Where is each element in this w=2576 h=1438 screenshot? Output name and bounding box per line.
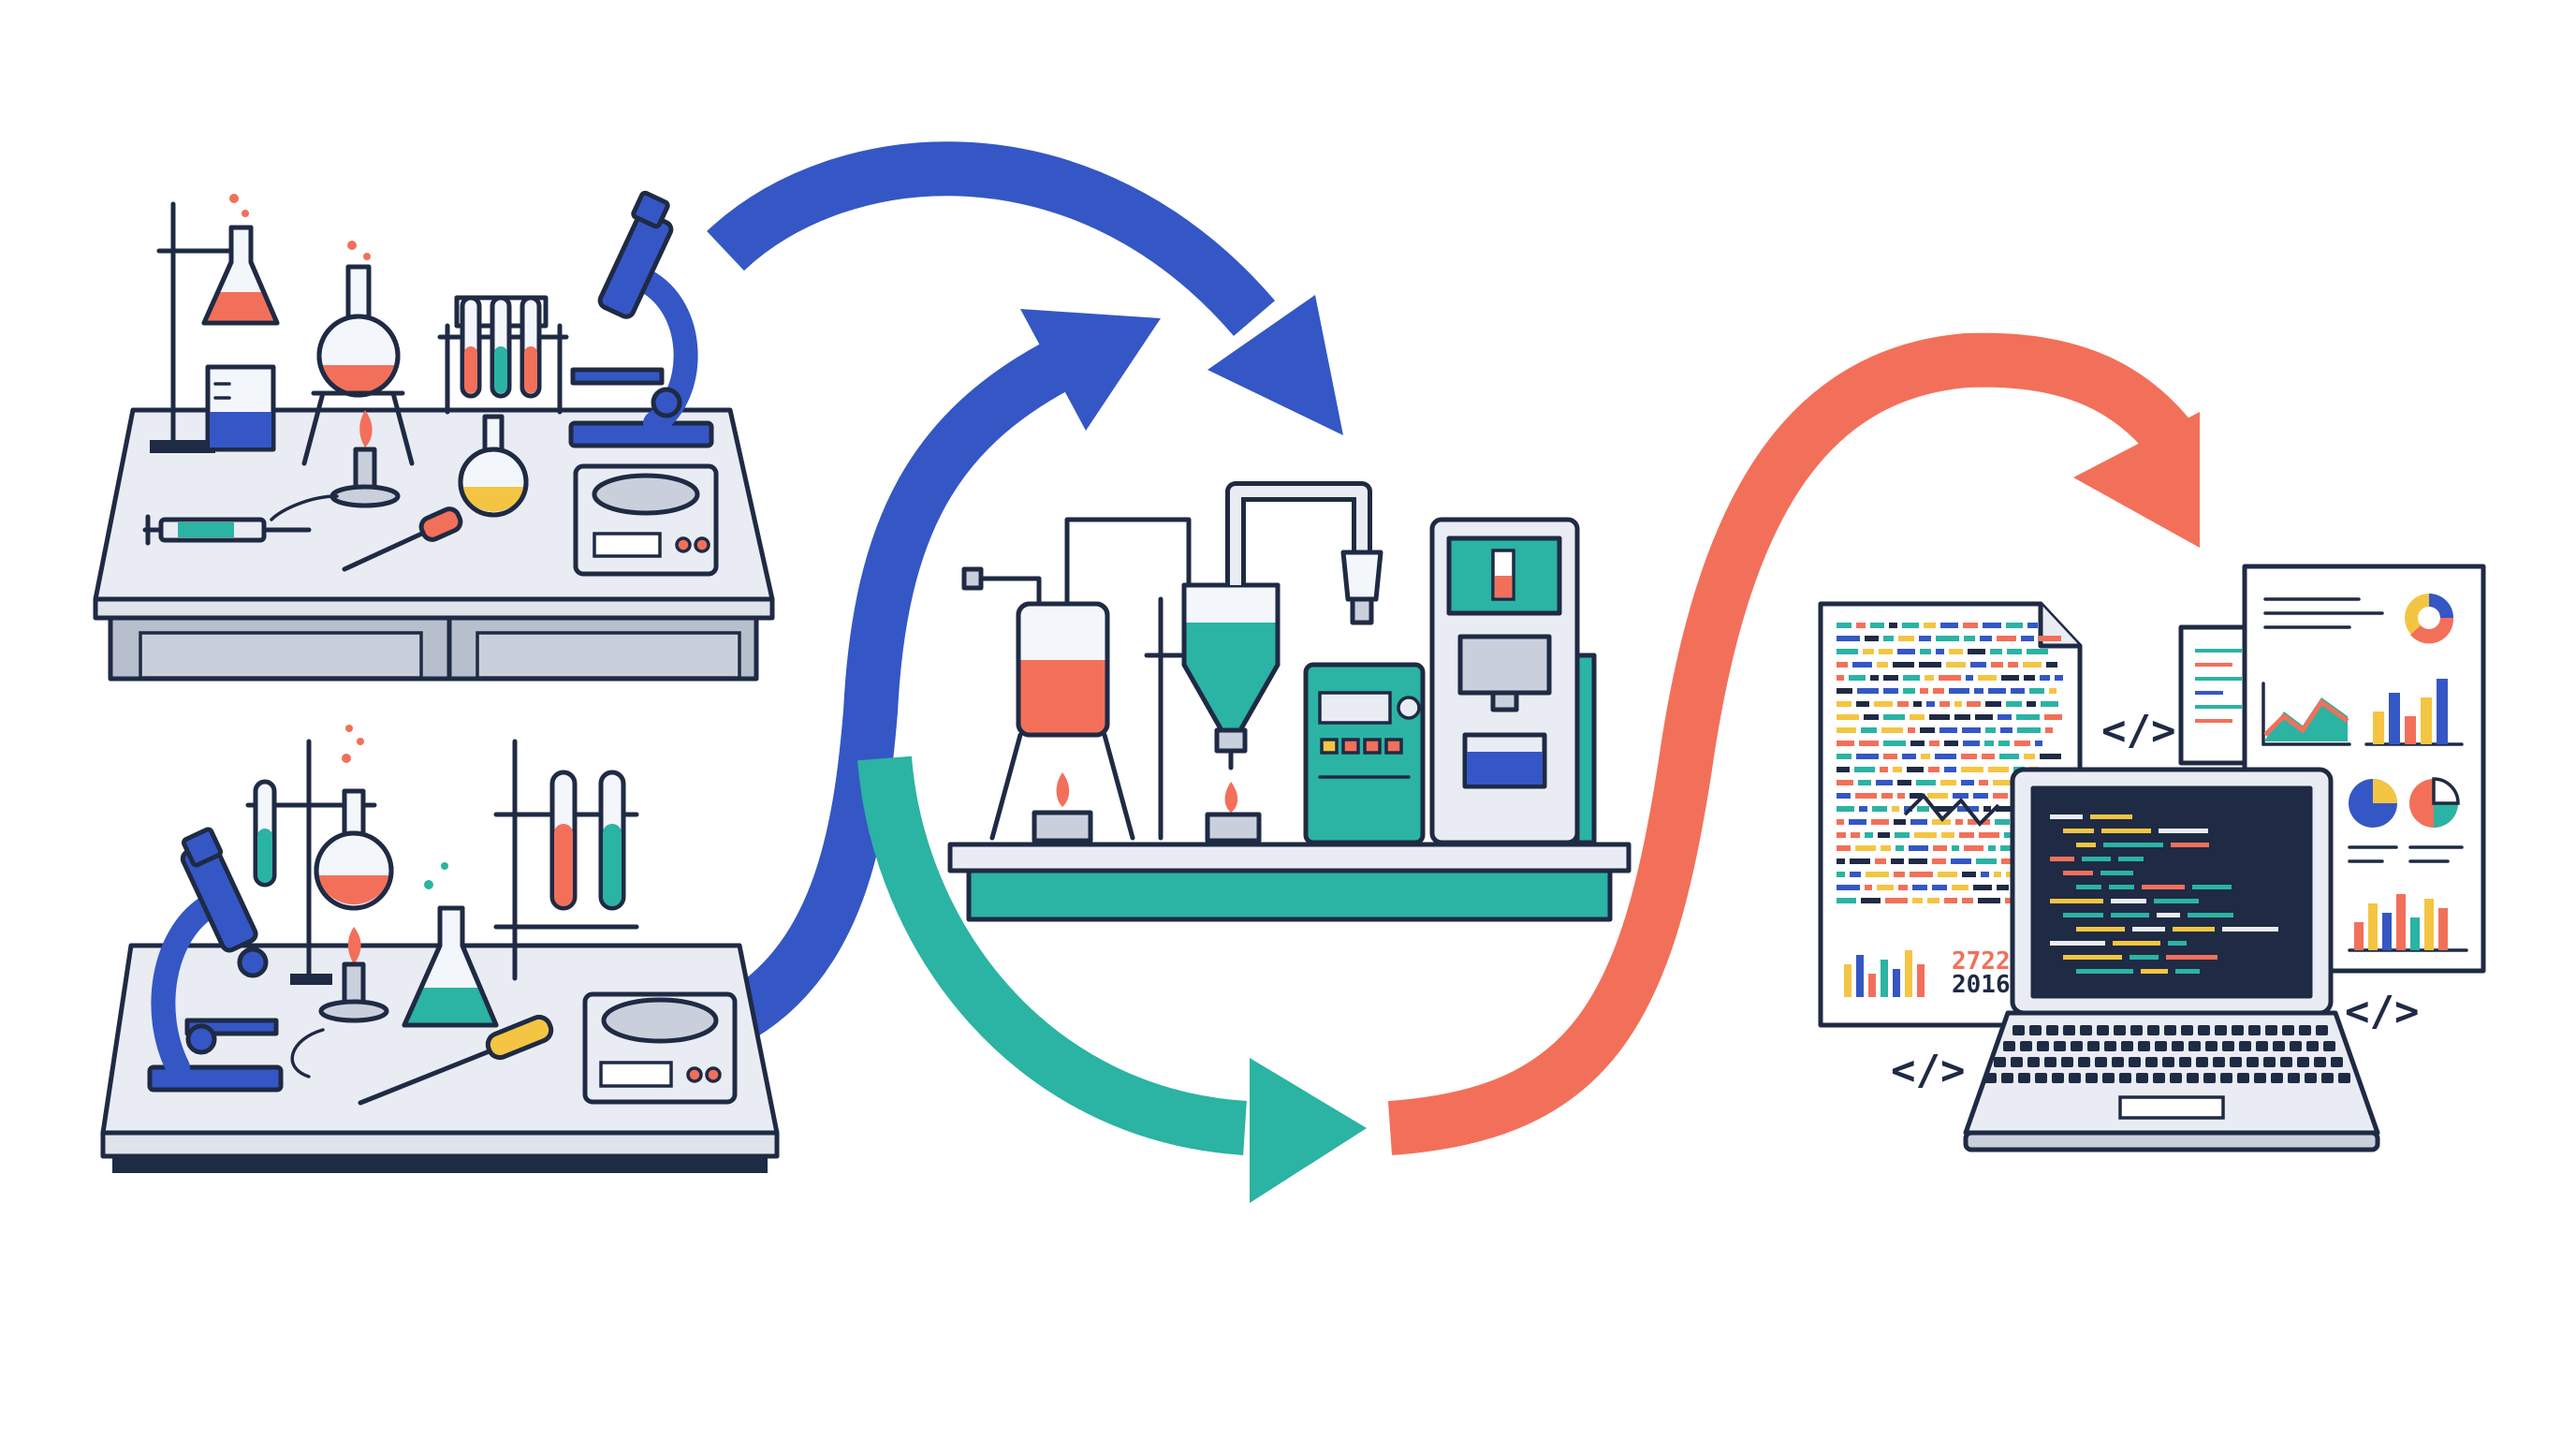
bunsen-burner-icon [290,927,389,1078]
round-flask-icon [458,414,529,518]
microscope-icon [147,827,284,1093]
laptop-icon [1963,767,2380,1152]
beaker-icon [205,364,276,452]
report-document-icon: 2722 2016 [1818,601,2083,1028]
chart-icon [2405,594,2454,644]
balance-scale-icon [582,991,738,1105]
separatory-funnel-icon [1144,481,1383,844]
erlenmeyer-flask-icon [402,862,499,1028]
reaction-vessel-icon [961,517,1192,844]
processing-station [947,481,1632,922]
arrow-process-to-data [1387,332,2200,1155]
round-flask-icon [301,241,415,466]
code-icon: </> [2345,988,2419,1035]
arrow-top-to-process [707,141,1343,435]
pipette-icon [358,1014,554,1106]
data-station: 2722 2016 [1818,564,2486,1152]
microscope-icon [568,190,714,448]
chart-icon [2261,682,2351,746]
analyzer-icon [1429,517,1597,845]
test-tube-icon [493,739,639,981]
syringe-icon [142,514,312,546]
control-unit-icon [1303,662,1426,845]
chart-icon [1844,950,1925,997]
bunsen-burner-icon [270,410,401,521]
chart-icon [2348,894,2468,952]
flow-arrows [707,141,2200,1203]
round-flask-icon [314,725,394,911]
code-icon: </> [2101,707,2175,755]
erlenmeyer-flask-icon [201,194,280,326]
code-icon: </> [1891,1047,1965,1094]
arrow-bottom-to-analysis [857,756,1367,1203]
ring-stand-icon [150,201,242,453]
arrow-bottom-to-process [724,309,1161,1039]
report-number-top: 2722 [1952,947,2011,976]
report-number-bottom: 2016 [1952,971,2011,999]
test-tube-rack-icon [437,295,569,415]
dropper-icon [342,506,463,572]
chart-icon [2349,777,2460,828]
bench-bottom [100,725,780,1173]
bench-top [93,190,775,682]
balance-scale-icon [573,463,719,577]
chart-icon [2364,679,2464,746]
